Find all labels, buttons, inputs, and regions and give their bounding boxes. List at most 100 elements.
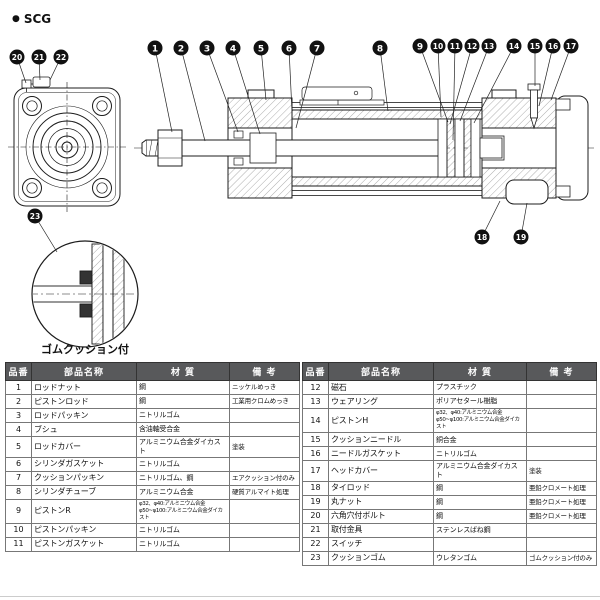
cell-material: ニトリルゴム、鋼 bbox=[136, 470, 230, 486]
page-bottom-edge bbox=[0, 596, 600, 597]
cell-note bbox=[229, 536, 300, 552]
cell-part-no: 2 bbox=[5, 394, 32, 409]
cell-note bbox=[229, 422, 300, 437]
cell-material: 鋼 bbox=[433, 480, 527, 496]
switch bbox=[299, 86, 385, 106]
cell-part-name: クッションニードル bbox=[328, 432, 434, 448]
cell-part-name: 丸ナット bbox=[328, 494, 434, 510]
rod-nut bbox=[157, 129, 183, 167]
column-header: 備 考 bbox=[229, 362, 300, 381]
cell-part-name: タイロッド bbox=[328, 480, 434, 496]
callout-22: 22 bbox=[49, 49, 69, 81]
cell-part-name: 取付金具 bbox=[328, 522, 434, 538]
cell-note: 塗装 bbox=[229, 436, 300, 458]
column-header: 品番 bbox=[302, 362, 329, 381]
callout-number: 21 bbox=[34, 53, 44, 62]
callout-14: 14 bbox=[473, 38, 522, 124]
column-header: 備 考 bbox=[526, 362, 597, 381]
callout-number: 17 bbox=[566, 42, 576, 51]
cell-material: プラスチック bbox=[433, 380, 527, 395]
cell-part-no: 13 bbox=[302, 394, 329, 409]
callout-number: 11 bbox=[450, 42, 460, 51]
callout-number: 6 bbox=[286, 44, 292, 54]
callout-23: 23 bbox=[27, 208, 58, 253]
cell-material: アルミニウム合金ダイカスト bbox=[433, 460, 527, 482]
callout-15: 15 bbox=[527, 38, 543, 86]
table-header-row: 品番部品名称材 質備 考 bbox=[302, 362, 597, 381]
cell-material: ステンレスばね鋼 bbox=[433, 522, 527, 538]
cell-part-name: ピストンロッド bbox=[31, 394, 137, 409]
cell-material: 鋼 bbox=[136, 394, 230, 409]
cell-note bbox=[526, 446, 597, 462]
cushion-rubber-top bbox=[79, 270, 93, 285]
cell-note: 工業用クロムめっき bbox=[229, 394, 300, 409]
cell-part-name: ピストンR bbox=[31, 498, 137, 524]
cell-note bbox=[526, 522, 597, 538]
cell-part-name: クッションゴム bbox=[328, 550, 434, 566]
tie-rod-nut-right-top bbox=[555, 98, 571, 111]
cell-material: φ32、φ40:アルミニウム合金 φ50~φ100:アルミニウム合金ダイカスト bbox=[136, 498, 230, 524]
cell-material: ニトリルゴム bbox=[136, 408, 230, 423]
column-header: 部品名称 bbox=[328, 362, 434, 381]
callout-11: 11 bbox=[447, 38, 463, 141]
detail-label: ゴムクッション付 bbox=[41, 342, 129, 356]
cell-part-no: 7 bbox=[5, 470, 32, 486]
column-header: 材 質 bbox=[433, 362, 527, 381]
callout-number: 19 bbox=[516, 233, 526, 242]
bullet-icon: ● bbox=[12, 13, 20, 24]
cell-note bbox=[229, 408, 300, 423]
cell-material: 鋼 bbox=[433, 508, 527, 524]
cushion-boss bbox=[479, 137, 503, 159]
cushion-rubber-bottom bbox=[79, 303, 93, 318]
cell-part-no: 21 bbox=[302, 522, 329, 538]
cell-part-name: ピストンガスケット bbox=[31, 536, 137, 552]
cell-part-no: 10 bbox=[5, 522, 32, 538]
cell-note bbox=[229, 522, 300, 538]
cell-material: ニトリルゴム bbox=[433, 446, 527, 462]
cell-part-name: ロッドナット bbox=[31, 380, 137, 395]
cell-note bbox=[526, 380, 597, 395]
cell-note bbox=[526, 394, 597, 409]
cell-part-no: 12 bbox=[302, 380, 329, 395]
cell-part-name: クッションパッキン bbox=[31, 470, 137, 486]
cell-material: ウレタンゴム bbox=[433, 550, 527, 566]
callout-number: 13 bbox=[484, 42, 494, 51]
cell-note bbox=[526, 536, 597, 552]
callout-18: 18 bbox=[474, 200, 501, 245]
cell-material: 鋼 bbox=[136, 380, 230, 395]
cushion-detail bbox=[31, 240, 139, 348]
cushion-needle bbox=[527, 83, 541, 130]
cell-part-no: 6 bbox=[5, 456, 32, 472]
cell-part-name: ブシュ bbox=[31, 422, 137, 437]
callout-2: 2 bbox=[173, 40, 206, 142]
cell-part-name: シリンダチューブ bbox=[31, 484, 137, 500]
cell-part-name: 六角穴付ボルト bbox=[328, 508, 434, 524]
rod-packing bbox=[233, 130, 244, 166]
cell-part-name: スイッチ bbox=[328, 536, 434, 552]
callout-6: 6 bbox=[281, 40, 297, 113]
cell-part-no: 8 bbox=[5, 484, 32, 500]
callout-number: 9 bbox=[417, 42, 423, 52]
rod-bushing bbox=[249, 132, 277, 164]
cell-material: φ32、φ40:アルミニウム合金 φ50~φ100:アルミニウム合金ダイカスト bbox=[433, 407, 527, 434]
cell-material bbox=[433, 536, 527, 552]
cell-part-no: 3 bbox=[5, 408, 32, 423]
